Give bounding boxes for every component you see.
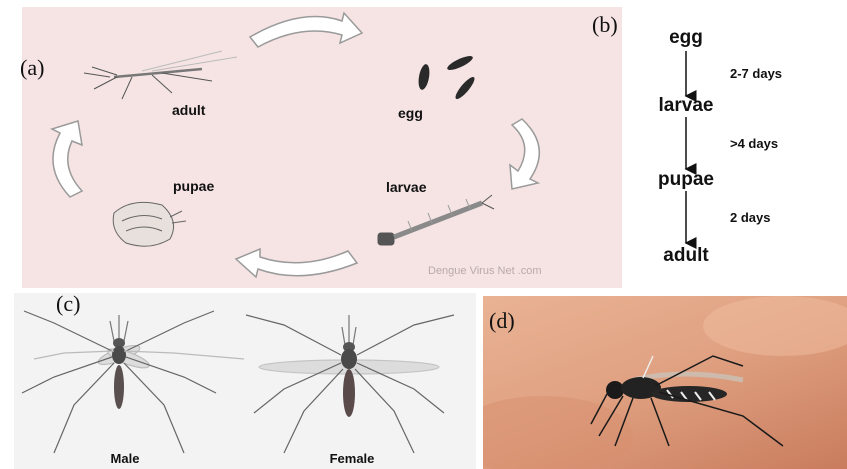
- flow-stage-larvae: larvae: [659, 95, 714, 117]
- aedes-mosquito: [591, 356, 783, 446]
- stage-label-pupae: pupae: [173, 178, 214, 194]
- stage-label-egg: egg: [398, 105, 423, 121]
- panel-c-male-female: (c) Male Female: [14, 293, 476, 469]
- adult-mosquito-illustration: [84, 51, 237, 99]
- flow-stage-pupae: pupae: [658, 169, 714, 191]
- cycle-arrow-left: [52, 121, 82, 197]
- watermark: Dengue Virus Net .com: [428, 265, 542, 277]
- male-female-illustration: [14, 293, 476, 469]
- duration-larvae-pupae: >4 days: [730, 136, 778, 151]
- cycle-arrow-bottom: [236, 249, 357, 277]
- cycle-arrow-top: [250, 13, 362, 47]
- flow-arrows: [580, 0, 847, 290]
- panel-b-duration-flow: (b) egg larvae pupae adult 2-7 days >4 d…: [580, 0, 847, 290]
- duration-pupae-adult: 2 days: [730, 210, 770, 225]
- female-mosquito: [246, 315, 454, 453]
- flow-stage-adult: adult: [663, 245, 708, 267]
- stage-label-adult: adult: [172, 102, 205, 118]
- flow-stage-egg: egg: [669, 27, 703, 49]
- male-mosquito: [22, 311, 244, 453]
- panel-a-label: (a): [20, 55, 44, 81]
- cycle-arrow-right: [510, 119, 539, 189]
- larva-illustration: [378, 195, 494, 245]
- egg-illustration: [417, 53, 477, 101]
- duration-egg-larvae: 2-7 days: [730, 66, 782, 81]
- panel-a-life-cycle: (a) adult egg pupae larvae Dengue Virus …: [22, 7, 622, 288]
- male-label: Male: [111, 451, 140, 466]
- life-cycle-diagram: [22, 7, 622, 288]
- pupa-illustration: [113, 202, 186, 246]
- panel-d-label: (d): [489, 308, 515, 334]
- panel-c-label: (c): [56, 291, 80, 317]
- female-label: Female: [330, 451, 375, 466]
- mosquito-on-skin-photo: [483, 296, 847, 469]
- stage-label-larvae: larvae: [386, 179, 426, 195]
- panel-d-photo: (d): [483, 296, 847, 469]
